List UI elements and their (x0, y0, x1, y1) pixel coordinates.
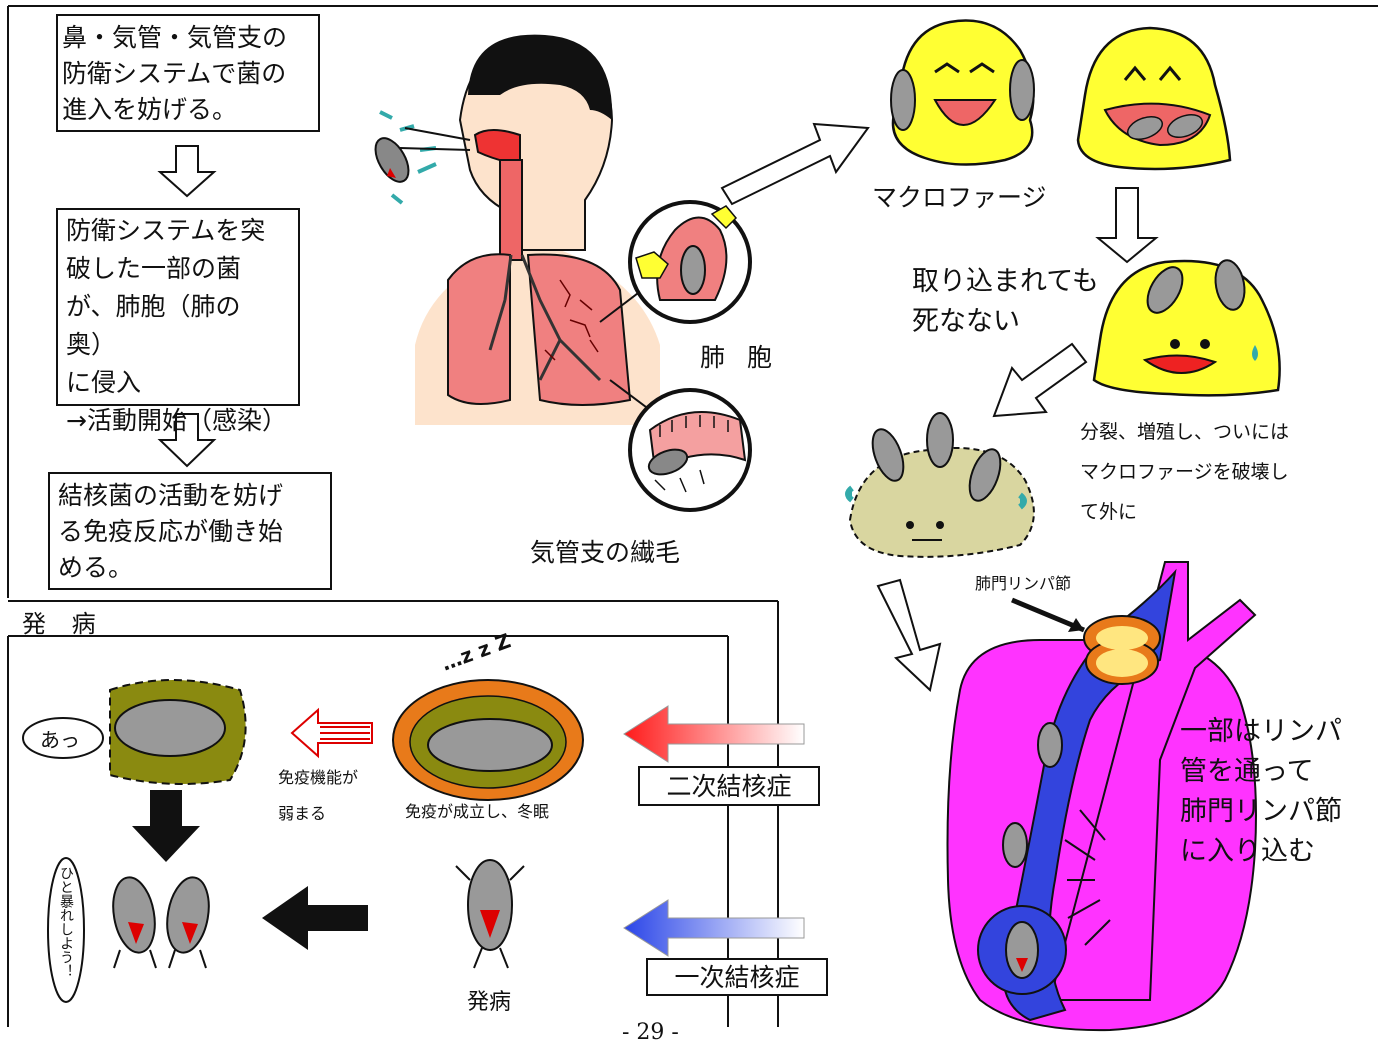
oh-speech-text: あっ (40, 724, 80, 753)
black-down-arrow (132, 790, 200, 862)
dormant-label: 免疫が成立し、冬眠 (405, 798, 549, 822)
inhaled-bacterium (369, 112, 470, 203)
primary-tb-text: 一次結核症 (648, 960, 826, 996)
secondary-tb-box: 二次結核症 (638, 766, 820, 806)
macrophage-burst (848, 413, 1034, 557)
dormant-capsule (393, 680, 583, 800)
page-number: - 29 - (622, 1020, 679, 1045)
alveoli-circle (600, 202, 750, 322)
flow-box-infection: 防衛システムを突 破した一部の菌 が、肺胞（肺の奥） に侵入 →活動開始（感染） (56, 208, 300, 406)
macrophage-eating (1078, 28, 1230, 169)
lymph-label: 一部はリンパ 管を通って 肺門リンパ節 に入り込む (1180, 712, 1342, 872)
onset-bacterium (456, 860, 524, 968)
weakened-label: 免疫機能が 弱まる (278, 760, 358, 832)
arrow-to-macrophage (722, 124, 868, 204)
onset-section-title: 発 病 (22, 604, 96, 639)
onset-label: 発病 (467, 984, 511, 1016)
flow-box-immunity: 結核菌の活動を妨げ る免疫反応が働き始 める。 (48, 472, 332, 590)
primary-tb-box: 一次結核症 (646, 958, 828, 996)
flow-arrow-1 (160, 146, 214, 196)
flow-box-infection-text: 防衛システムを突 破した一部の菌 が、肺胞（肺の奥） に侵入 →活動開始（感染） (66, 212, 290, 440)
arrow-to-burst (994, 344, 1086, 416)
macrophage-label: マクロファージ (872, 178, 1047, 214)
arrow-down-macrophage (1098, 188, 1156, 262)
engulfed-label: 取り込まれても 死なない (912, 262, 1099, 342)
flow-box-defense: 鼻・気管・気管支の 防衛システムで菌の 進入を妨げる。 (56, 14, 320, 132)
secondary-tb-text: 二次結核症 (640, 768, 818, 806)
alveoli-label: 肺 胞 (700, 338, 772, 374)
macrophage-infected (1094, 258, 1280, 395)
cilia-label: 気管支の繊毛 (530, 533, 680, 569)
macrophage-smiling (891, 21, 1034, 165)
rampage-speech-text: ひと暴れしよう！ (56, 866, 76, 978)
flow-box-immunity-text: 結核菌の活動を妨げ る免疫反応が働き始 める。 (58, 478, 322, 586)
divide-label: 分裂、増殖し、ついには マクロファージを破壊し て外に (1080, 412, 1289, 532)
arrow-to-lymph (878, 580, 940, 690)
red-striped-arrow (292, 710, 372, 756)
human-figure (415, 35, 660, 425)
black-left-arrow (262, 886, 368, 950)
flow-box-defense-text: 鼻・気管・気管支の 防衛システムで菌の 進入を妨げる。 (62, 20, 314, 128)
hilar-node-label: 肺門リンパ節 (975, 570, 1071, 594)
